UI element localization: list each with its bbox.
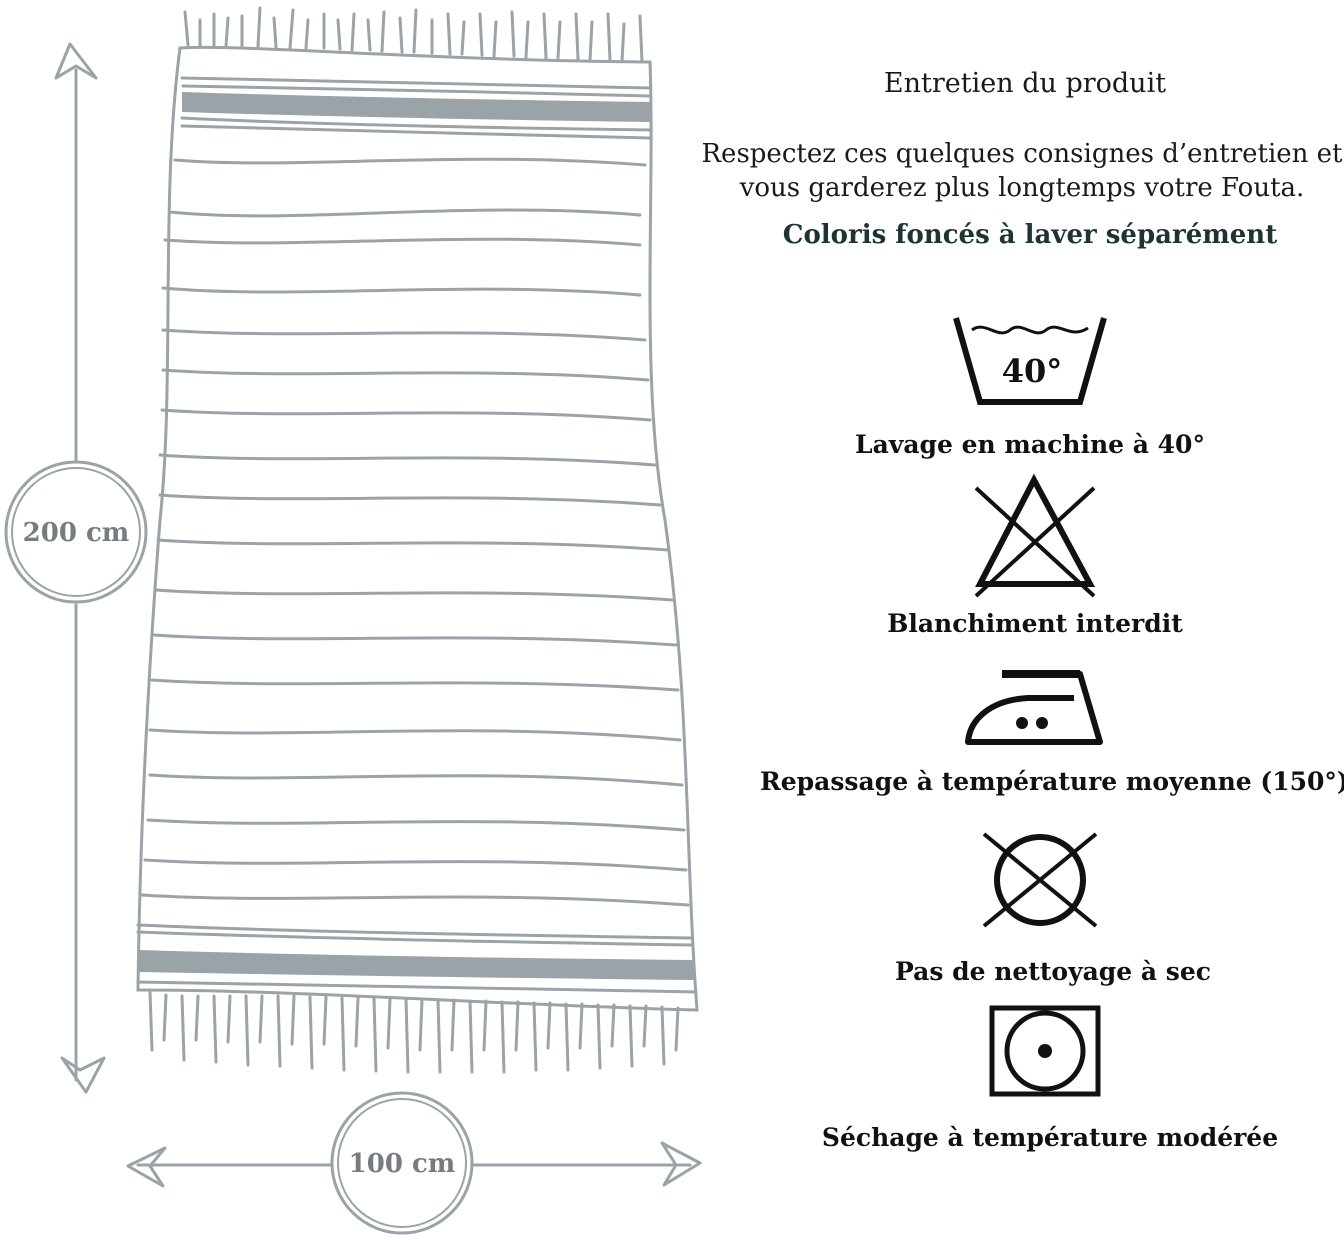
width-arrow-left-head xyxy=(126,1146,167,1188)
bottom-band xyxy=(138,950,695,980)
care-title: Entretien du produit xyxy=(883,68,1167,99)
tumble-dry-low-icon xyxy=(989,1005,1101,1097)
iron-two-dots-icon xyxy=(965,670,1103,745)
towel-outline xyxy=(136,45,699,1012)
care-intro: Respectez ces quelques consignes d’entre… xyxy=(701,139,1343,203)
width-arrow-right-head xyxy=(660,1141,702,1187)
care-note: Coloris foncés à laver séparément xyxy=(782,220,1278,250)
iron-label: Repassage à température moyenne (150°) xyxy=(760,767,1344,796)
dry-clean-label: Pas de nettoyage à sec xyxy=(895,957,1211,986)
top-band xyxy=(182,92,650,122)
height-arrow-top-head xyxy=(54,42,98,80)
towel-illustration: 200 cm 100 cm xyxy=(4,6,702,1235)
wash-temp-symbol: 40° xyxy=(1002,352,1063,390)
width-label: 100 cm xyxy=(349,1149,456,1179)
wash-tub-icon: 40° xyxy=(953,317,1107,405)
dry-label: Séchage à température modérée xyxy=(821,1123,1279,1152)
bleach-label: Blanchiment interdit xyxy=(887,609,1183,638)
wash-label: Lavage en machine à 40° xyxy=(855,430,1205,459)
no-bleach-icon xyxy=(974,474,1096,598)
height-label: 200 cm xyxy=(23,518,130,548)
fringe-top xyxy=(183,6,644,64)
height-arrow-bottom-head xyxy=(60,1056,106,1094)
no-dry-clean-icon xyxy=(982,832,1098,928)
fringe-bottom xyxy=(148,990,680,1074)
